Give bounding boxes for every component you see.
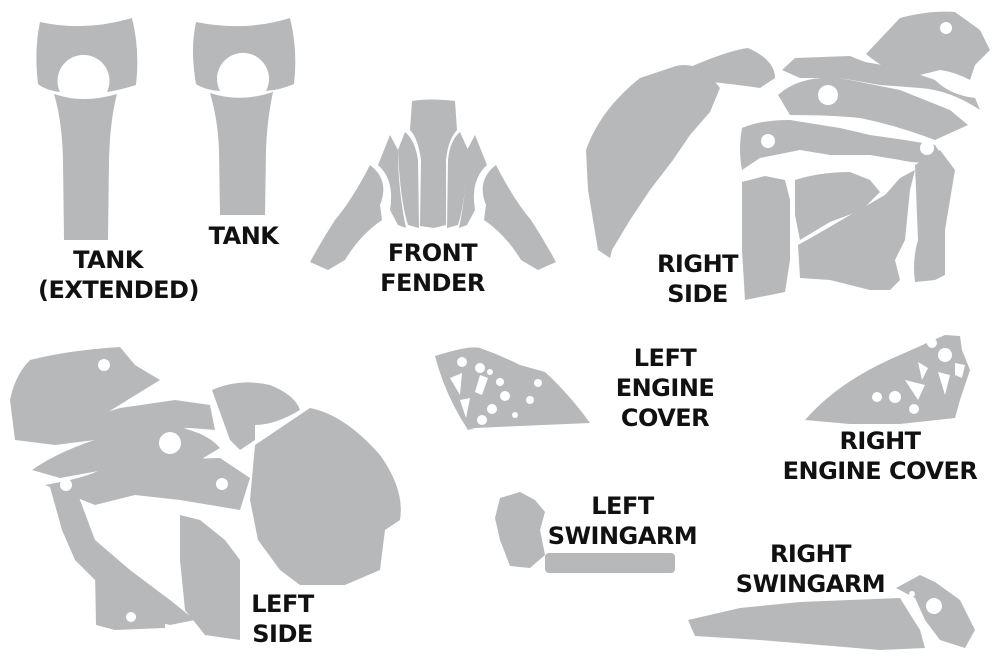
label-line: FENDER (380, 269, 485, 297)
label-line: TANK (73, 246, 143, 274)
label-line: TANK (208, 222, 279, 250)
label-line: LEFT (591, 492, 654, 520)
label-line: RIGHT (656, 250, 739, 278)
right-swingarm-decal (688, 575, 975, 650)
label-line: LEFT (633, 344, 697, 372)
label-front-fender: FRONT FENDER (370, 238, 495, 298)
label-line: SWINGARM (735, 570, 886, 598)
label-line: COVER (620, 404, 710, 432)
label-line: FRONT (387, 239, 478, 267)
label-line: ENGINE COVER (782, 457, 978, 485)
label-line: LEFT (251, 590, 314, 618)
label-left-side: LEFT SIDE (240, 589, 325, 649)
label-tank-extended: TANK (EXTENDED) (38, 245, 199, 305)
tank-decal (193, 18, 296, 215)
label-line: RIGHT (839, 427, 921, 455)
label-left-swingarm: LEFT SWINGARM (540, 491, 705, 551)
label-line: SWINGARM (547, 522, 698, 550)
left-engine-cover-decal (435, 347, 590, 430)
left-swingarm-decal (495, 492, 675, 573)
label-right-side: RIGHT SIDE (650, 249, 745, 309)
label-line: ENGINE (615, 374, 715, 402)
label-left-engine-cover: LEFT ENGINE COVER (610, 343, 720, 433)
label-line: SIDE (667, 280, 728, 308)
left-side-decal (10, 347, 401, 640)
right-engine-cover-decal (805, 335, 970, 424)
front-fender-decal (310, 99, 556, 270)
right-side-decal (586, 11, 990, 300)
label-right-swingarm: RIGHT SWINGARM (728, 539, 893, 599)
tank-extended-decal (36, 18, 138, 240)
label-tank: TANK (196, 221, 291, 251)
label-right-engine-cover: RIGHT ENGINE COVER (775, 426, 985, 486)
label-line: (EXTENDED) (38, 276, 199, 304)
label-line: RIGHT (769, 540, 852, 568)
label-line: SIDE (252, 620, 313, 648)
